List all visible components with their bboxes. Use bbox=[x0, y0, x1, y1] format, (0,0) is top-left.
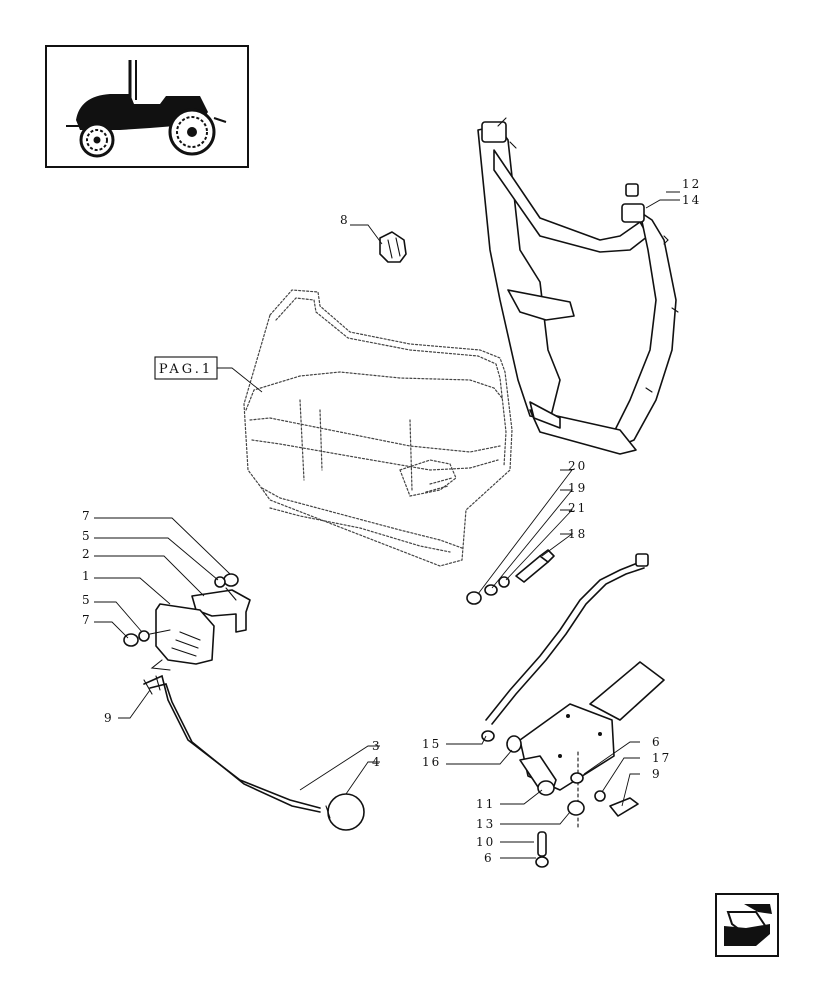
callout-3: 3 bbox=[372, 739, 382, 753]
clip-part bbox=[379, 231, 407, 263]
callout-1: 1 bbox=[82, 569, 92, 583]
horn-cable bbox=[143, 674, 365, 831]
callout-2: 2 bbox=[82, 547, 92, 561]
callout-16: 16 bbox=[422, 755, 441, 769]
bolt-group bbox=[466, 549, 555, 605]
callout-4: 4 bbox=[372, 755, 382, 769]
page-reference-label: PAG.1 bbox=[159, 362, 213, 377]
horn-assembly bbox=[123, 573, 251, 671]
callout-21: 21 bbox=[568, 501, 587, 515]
leader-lines bbox=[94, 191, 680, 859]
cap-part bbox=[625, 183, 639, 197]
callout-20: 20 bbox=[568, 459, 587, 473]
callout-14: 14 bbox=[682, 193, 701, 207]
roll-bar-frame bbox=[477, 117, 679, 455]
callout-8: 8 bbox=[340, 213, 350, 227]
next-page-arrow-icon[interactable] bbox=[715, 893, 779, 957]
cab-frame-ghost bbox=[243, 289, 513, 567]
callout-5-lower: 5 bbox=[82, 593, 92, 607]
callout-9-left: 9 bbox=[104, 711, 114, 725]
callout-9-right: 9 bbox=[652, 767, 662, 781]
page-reference[interactable]: PAG.1 bbox=[154, 356, 263, 393]
callout-6-right: 6 bbox=[652, 735, 662, 749]
callout-10: 10 bbox=[476, 835, 495, 849]
callout-17: 17 bbox=[652, 751, 671, 765]
callout-7-lower: 7 bbox=[82, 613, 92, 627]
callout-18: 18 bbox=[568, 527, 587, 541]
callout-11: 11 bbox=[476, 797, 495, 811]
callout-7-upper: 7 bbox=[82, 509, 92, 523]
tractor-thumbnail-icon bbox=[45, 45, 249, 168]
actuator-assembly bbox=[481, 553, 665, 868]
callout-6-bottom: 6 bbox=[484, 851, 494, 865]
callout-19: 19 bbox=[568, 481, 587, 495]
callout-5-upper: 5 bbox=[82, 529, 92, 543]
callout-15: 15 bbox=[422, 737, 441, 751]
callout-labels: 8 12 14 20 19 21 18 7 5 2 1 5 7 9 3 4 15… bbox=[82, 177, 701, 865]
callout-12: 12 bbox=[682, 177, 701, 191]
callout-13: 13 bbox=[476, 817, 495, 831]
